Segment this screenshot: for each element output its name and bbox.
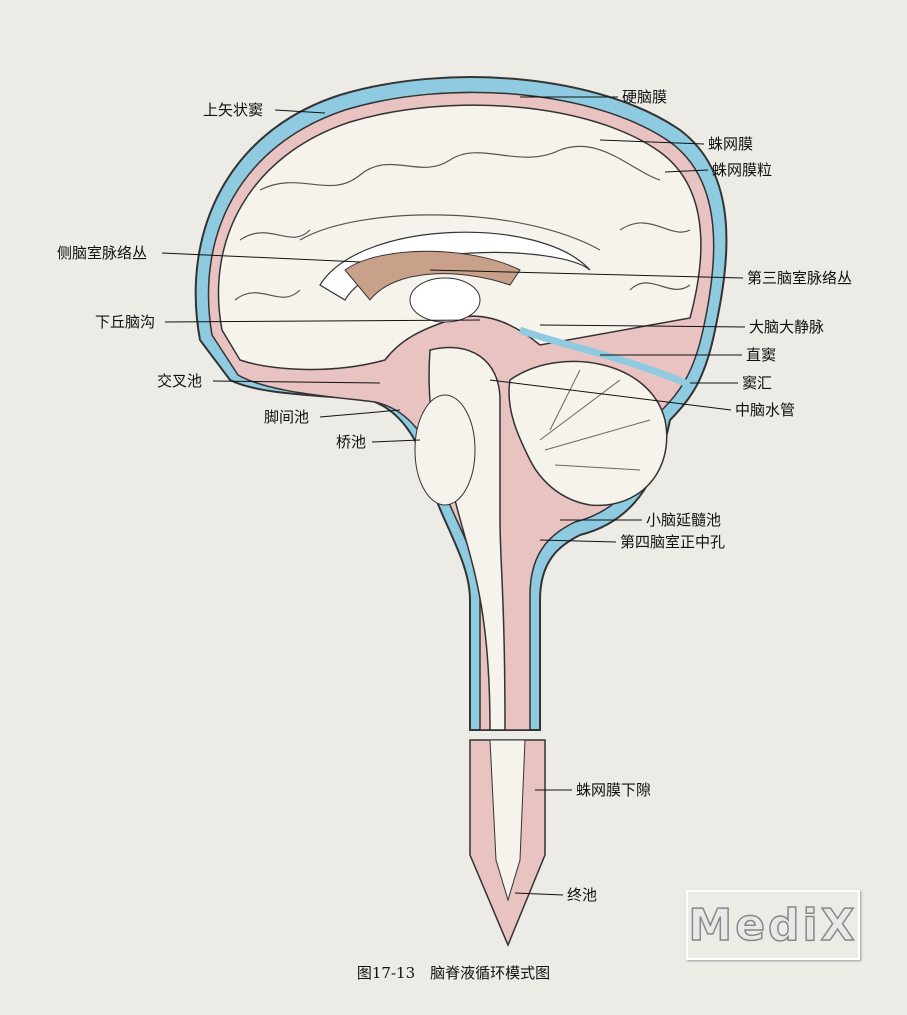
label-confluence-of-sinuses: 窦汇 (742, 374, 773, 392)
label-lateral-ventricle-choroid-plexus: 侧脑室脉络丛 (57, 244, 148, 262)
filum-terminale (489, 739, 526, 902)
pons (414, 394, 476, 506)
label-third-ventricle-choroid-plexus: 第三脑室脉络丛 (747, 269, 853, 287)
label-terminal-cistern: 终池 (567, 886, 598, 904)
label-subarachnoid-space: 蛛网膜下隙 (576, 781, 652, 799)
label-pontine-cistern: 桥池 (336, 433, 367, 451)
label-arachnoid: 蛛网膜 (708, 135, 754, 153)
label-median-aperture: 第四脑室正中孔 (620, 533, 726, 551)
label-dura-mater: 硬脑膜 (622, 88, 668, 106)
thalamus (409, 277, 481, 323)
label-straight-sinus: 直窦 (746, 346, 777, 364)
lateral-ventricle (344, 250, 521, 301)
label-cerebellomedullary-cistern: 小脑延髓池 (646, 511, 722, 529)
label-interpeduncular-cistern: 脚间池 (264, 408, 310, 426)
figure-caption: 图17-13 脑脊液循环模式图 (356, 964, 551, 982)
label-great-cerebral-vein: 大脑大静脉 (749, 318, 825, 336)
label-hypothalamic-sulcus: 下丘脑沟 (95, 313, 156, 331)
label-arachnoid-granulation: 蛛网膜粒 (712, 161, 773, 179)
leader-lines (161, 96, 746, 896)
label-superior-sagittal-sinus: 上矢状窦 (203, 101, 264, 119)
straight-sinus (518, 326, 692, 389)
label-chiasmatic-cistern: 交叉池 (157, 372, 203, 390)
watermark-logo: MediX (686, 890, 860, 960)
gyri (234, 145, 691, 301)
label-cerebral-aqueduct: 中脑水管 (735, 401, 796, 419)
cerebellar-folia (539, 369, 651, 471)
